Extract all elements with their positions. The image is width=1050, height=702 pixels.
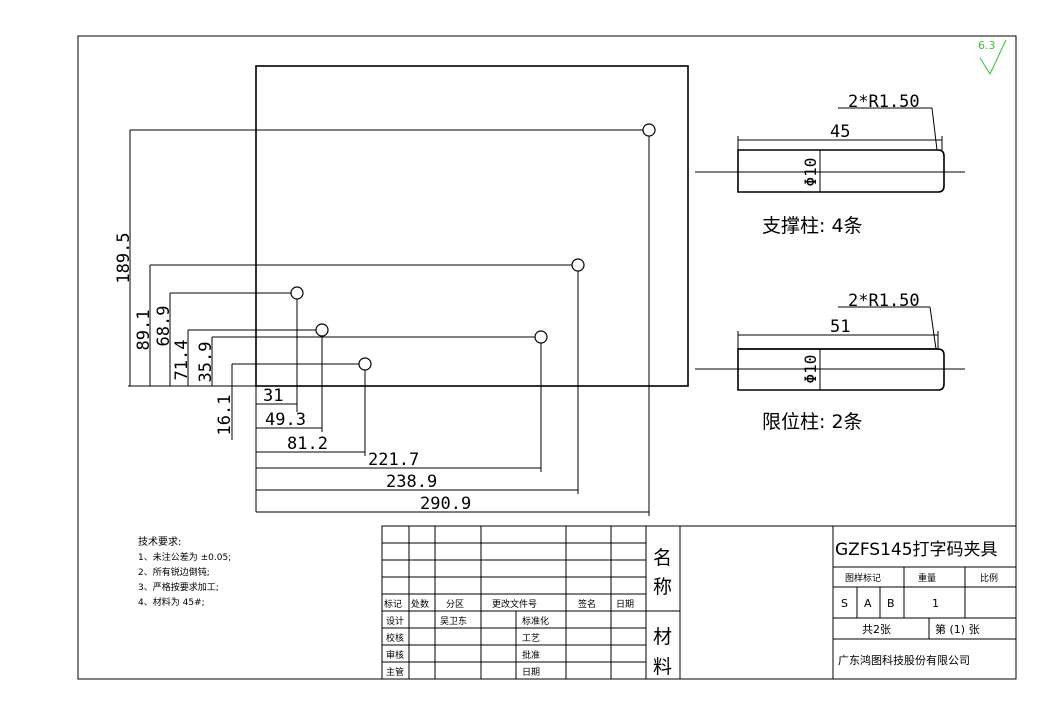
role-standard: 标准化 <box>522 615 549 627</box>
vertical-dimensions <box>128 129 643 440</box>
title-block: 标记 处数 分区 更改文件号 签名 日期 设计 吴卫东 标准化 校核 工艺 审核… <box>381 525 1017 680</box>
rev-header-file: 更改文件号 <box>492 598 537 610</box>
hole-b <box>571 258 585 272</box>
stage-header-mark: 图样标记 <box>845 572 881 584</box>
dim-v-189-5: 189.5 <box>114 232 134 283</box>
roughness-value: 6.3 <box>978 39 996 52</box>
dim-v-89-1: 89.1 <box>134 310 154 351</box>
dim-h-81-2: 81.2 <box>287 434 328 454</box>
role-review: 审核 <box>386 649 404 661</box>
hole-a <box>642 123 656 137</box>
dim-v-68-9: 68.9 <box>154 306 174 347</box>
hole-c <box>290 286 304 300</box>
scale-value: 1 <box>932 597 939 610</box>
stage-mark-s: S <box>841 597 848 610</box>
support-pin-detail: 45 2*R1.50 Φ10 支撑柱: 4条 <box>695 92 965 237</box>
rev-header-sign: 签名 <box>578 598 596 610</box>
name-label-2: 称 <box>653 576 672 598</box>
dim-h-31: 31 <box>263 386 283 406</box>
rev-header-zone: 分区 <box>446 599 464 610</box>
note-3: 3、严格按要求加工; <box>138 581 219 593</box>
rev-header-mark: 标记 <box>384 598 402 610</box>
dim-h-238-9: 238.9 <box>386 472 437 492</box>
material-label-1: 材 <box>653 626 672 648</box>
hole-e <box>534 330 548 344</box>
company-name: 广东鸿图科技股份有限公司 <box>838 653 970 667</box>
role-date: 日期 <box>522 667 540 678</box>
stage-header-scale: 比例 <box>980 572 998 584</box>
notes-title: 技术要求: <box>138 535 181 548</box>
sheet-current: 第 (1) 张 <box>935 622 980 636</box>
hole-f <box>358 357 372 371</box>
limit-pin-length: 51 <box>830 317 850 337</box>
dim-v-16-1: 16.1 <box>215 395 235 436</box>
rev-header-count: 处数 <box>411 598 429 610</box>
plate-outline <box>255 65 689 387</box>
dim-h-290-9: 290.9 <box>420 494 471 514</box>
horizontal-dimensions <box>255 136 650 516</box>
limit-pin-detail: 51 2*R1.50 Φ10 限位柱: 2条 <box>695 291 965 433</box>
stage-mark-a: A <box>864 597 872 610</box>
support-pin-radius-note: 2*R1.50 <box>848 92 920 112</box>
dim-v-71-4: 71.4 <box>172 340 192 381</box>
dim-v-35-9: 35.9 <box>196 342 216 383</box>
note-2: 2、所有锐边倒钝; <box>138 566 210 578</box>
limit-pin-caption: 限位柱: 2条 <box>762 411 863 433</box>
support-pin-length: 45 <box>830 122 850 142</box>
limit-pin-radius-note: 2*R1.50 <box>848 291 920 311</box>
hole-d <box>315 323 329 337</box>
sheet-total: 共2张 <box>862 623 891 636</box>
rev-header-date: 日期 <box>616 599 634 610</box>
holes <box>290 123 656 371</box>
limit-pin-diameter: Φ10 <box>801 355 820 384</box>
role-check: 校核 <box>386 632 404 644</box>
note-1: 1、未注公差为 ±0.05; <box>138 551 231 563</box>
support-pin-diameter: Φ10 <box>801 158 820 187</box>
role-lead: 主管 <box>386 666 404 678</box>
dim-h-49-3: 49.3 <box>265 410 306 430</box>
role-design-name: 吴卫东 <box>440 615 467 627</box>
stage-header-weight: 重量 <box>918 572 936 584</box>
role-design: 设计 <box>386 615 404 627</box>
technical-notes: 技术要求: 1、未注公差为 ±0.05; 2、所有锐边倒钝; 3、严格按要求加工… <box>138 535 231 608</box>
drawing-title: GZFS145打字码夹具 <box>835 540 998 560</box>
role-process: 工艺 <box>522 633 540 644</box>
dim-h-221-7: 221.7 <box>368 450 419 470</box>
role-approve: 批准 <box>522 649 540 661</box>
name-label-1: 名 <box>653 547 672 569</box>
material-label-2: 料 <box>653 656 672 678</box>
roughness-symbol: 6.3 <box>978 39 1007 76</box>
note-4: 4、材料为 45#; <box>138 596 205 608</box>
support-pin-caption: 支撑柱: 4条 <box>762 215 863 237</box>
stage-mark-b: B <box>887 597 895 610</box>
